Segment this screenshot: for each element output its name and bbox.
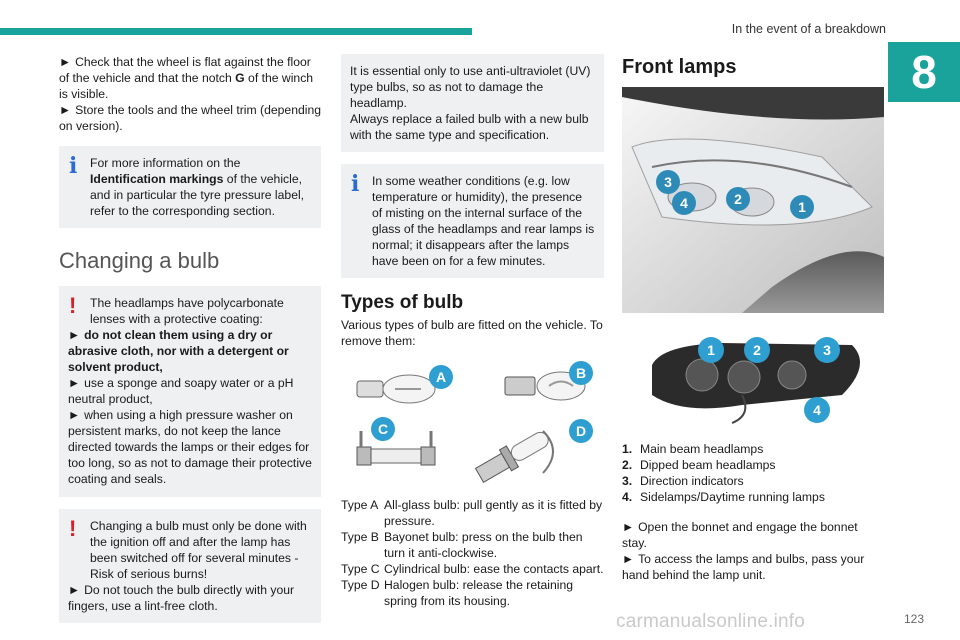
warning-box-polycarbonate: ! The headlamps have polycarbonate lense… (59, 286, 321, 497)
bullet-check-wheel: ►Check that the wheel is flat against th… (59, 55, 314, 101)
type-row: Type B Bayonet bulb: press on the bulb t… (341, 530, 583, 560)
heading-changing-bulb: Changing a bulb (59, 248, 220, 273)
bulb-a-image (356, 374, 436, 404)
bulb-label-d: D (569, 419, 593, 443)
unit-label-2: 2 (744, 337, 770, 363)
arrow-icon: ► (68, 328, 81, 342)
photo-label-1: 1 (790, 195, 814, 219)
unit-label-1: 1 (698, 337, 724, 363)
arrow-icon: ► (68, 583, 81, 597)
list-item: 1.Main beam headlamps (622, 442, 764, 456)
arrow-icon: ► (68, 408, 81, 422)
bullet-open-bonnet: ►Open the bonnet and engage the bonnet s… (622, 520, 858, 550)
arrow-icon: ► (68, 376, 81, 390)
arrow-icon: ► (59, 103, 72, 117)
bullet-access-lamps: ►To access the lamps and bulbs, pass you… (622, 552, 865, 582)
watermark: carmanualsonline.info (616, 611, 806, 632)
list-item: 4.Sidelamps/Daytime running lamps (622, 490, 825, 504)
info-box-identification: i For more information on the Identifica… (59, 146, 321, 228)
arrow-icon: ► (622, 552, 635, 566)
arrow-icon: ► (622, 520, 635, 534)
bulb-c-image (356, 431, 436, 466)
warning-icon: ! (69, 293, 77, 318)
headlamp-photo-image (622, 87, 884, 313)
column-2: It is essential only to use anti-ultravi… (341, 54, 604, 609)
lamp-list: 1.Main beam headlamps 2.Dipped beam head… (622, 441, 884, 505)
bulb-label-b: B (569, 361, 593, 385)
front-headlamp-photo: 3 4 2 1 (622, 87, 884, 313)
type-row: Type A All-glass bulb: pull gently as it… (341, 498, 603, 528)
header-accent-bar (0, 28, 472, 35)
info-icon: i (69, 153, 78, 179)
section-title: In the event of a breakdown (731, 22, 886, 36)
info-box-misting: i In some weather conditions (e.g. low t… (341, 164, 604, 278)
bulb-types-intro: Various types of bulb are fitted on the … (341, 318, 603, 348)
photo-label-4: 4 (672, 191, 696, 215)
list-item: 2.Dipped beam headlamps (622, 458, 776, 472)
lamp-unit-rear-photo: 1 2 3 4 (622, 335, 884, 427)
warning-icon: ! (69, 516, 77, 541)
bulb-label-c: C (371, 417, 395, 441)
heading-types-of-bulb: Types of bulb (341, 292, 464, 313)
bulb-d-image (474, 430, 554, 483)
unit-label-4: 4 (804, 397, 830, 423)
column-3: Front lamps 3 4 2 1 (622, 54, 884, 583)
page-number: 123 (903, 612, 924, 626)
info-icon: i (351, 171, 360, 197)
bulb-types-illustration: A B C D (341, 359, 604, 489)
bullet-store-tools: ►Store the tools and the wheel trim (dep… (59, 103, 322, 133)
uv-bulb-note-box: It is essential only to use anti-ultravi… (341, 54, 604, 152)
arrow-icon: ► (59, 55, 72, 69)
heading-front-lamps: Front lamps (622, 56, 737, 78)
chapter-number-badge: 8 (888, 42, 960, 102)
warning-box-burns: ! Changing a bulb must only be done with… (59, 509, 321, 623)
bulb-label-a: A (429, 365, 453, 389)
column-1: ►Check that the wheel is flat against th… (59, 54, 321, 623)
photo-label-3: 3 (656, 170, 680, 194)
type-row: Type C Cylindrical bulb: ease the contac… (341, 562, 604, 576)
photo-label-2: 2 (726, 187, 750, 211)
bulb-types-list: Type A All-glass bulb: pull gently as it… (341, 497, 604, 609)
type-row: Type D Halogen bulb: release the retaini… (341, 578, 574, 608)
unit-label-3: 3 (814, 337, 840, 363)
list-item: 3.Direction indicators (622, 474, 744, 488)
